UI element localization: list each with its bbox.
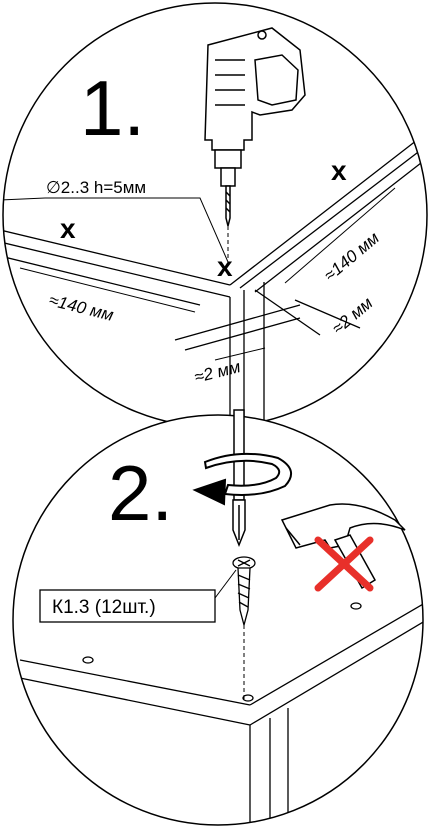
rotate-arrow-icon <box>192 452 293 506</box>
mark-left: x <box>60 213 76 244</box>
step2-panel: 2. К1.3 (12шт.) <box>12 409 424 826</box>
mark-center: x <box>217 251 233 282</box>
step1-panel: 1. ∅2..3 h=5мм x x x ≈140 мм ≈140 мм ≈2 … <box>2 2 428 428</box>
hammer-icon <box>280 503 406 590</box>
drill-icon <box>204 27 306 227</box>
prohibited-icon <box>314 536 374 592</box>
screw-icon <box>232 556 256 628</box>
hole-spec-label: ∅2..3 h=5мм <box>46 178 146 197</box>
mark-right: x <box>331 155 347 186</box>
svg-text:К1.3 (12шт.): К1.3 (12шт.) <box>52 597 156 618</box>
step2-number: 2. <box>108 449 173 537</box>
screw-part-label: К1.3 (12шт.) <box>39 569 237 623</box>
screwdriver-icon <box>232 409 246 548</box>
step1-number: 1. <box>80 64 145 152</box>
